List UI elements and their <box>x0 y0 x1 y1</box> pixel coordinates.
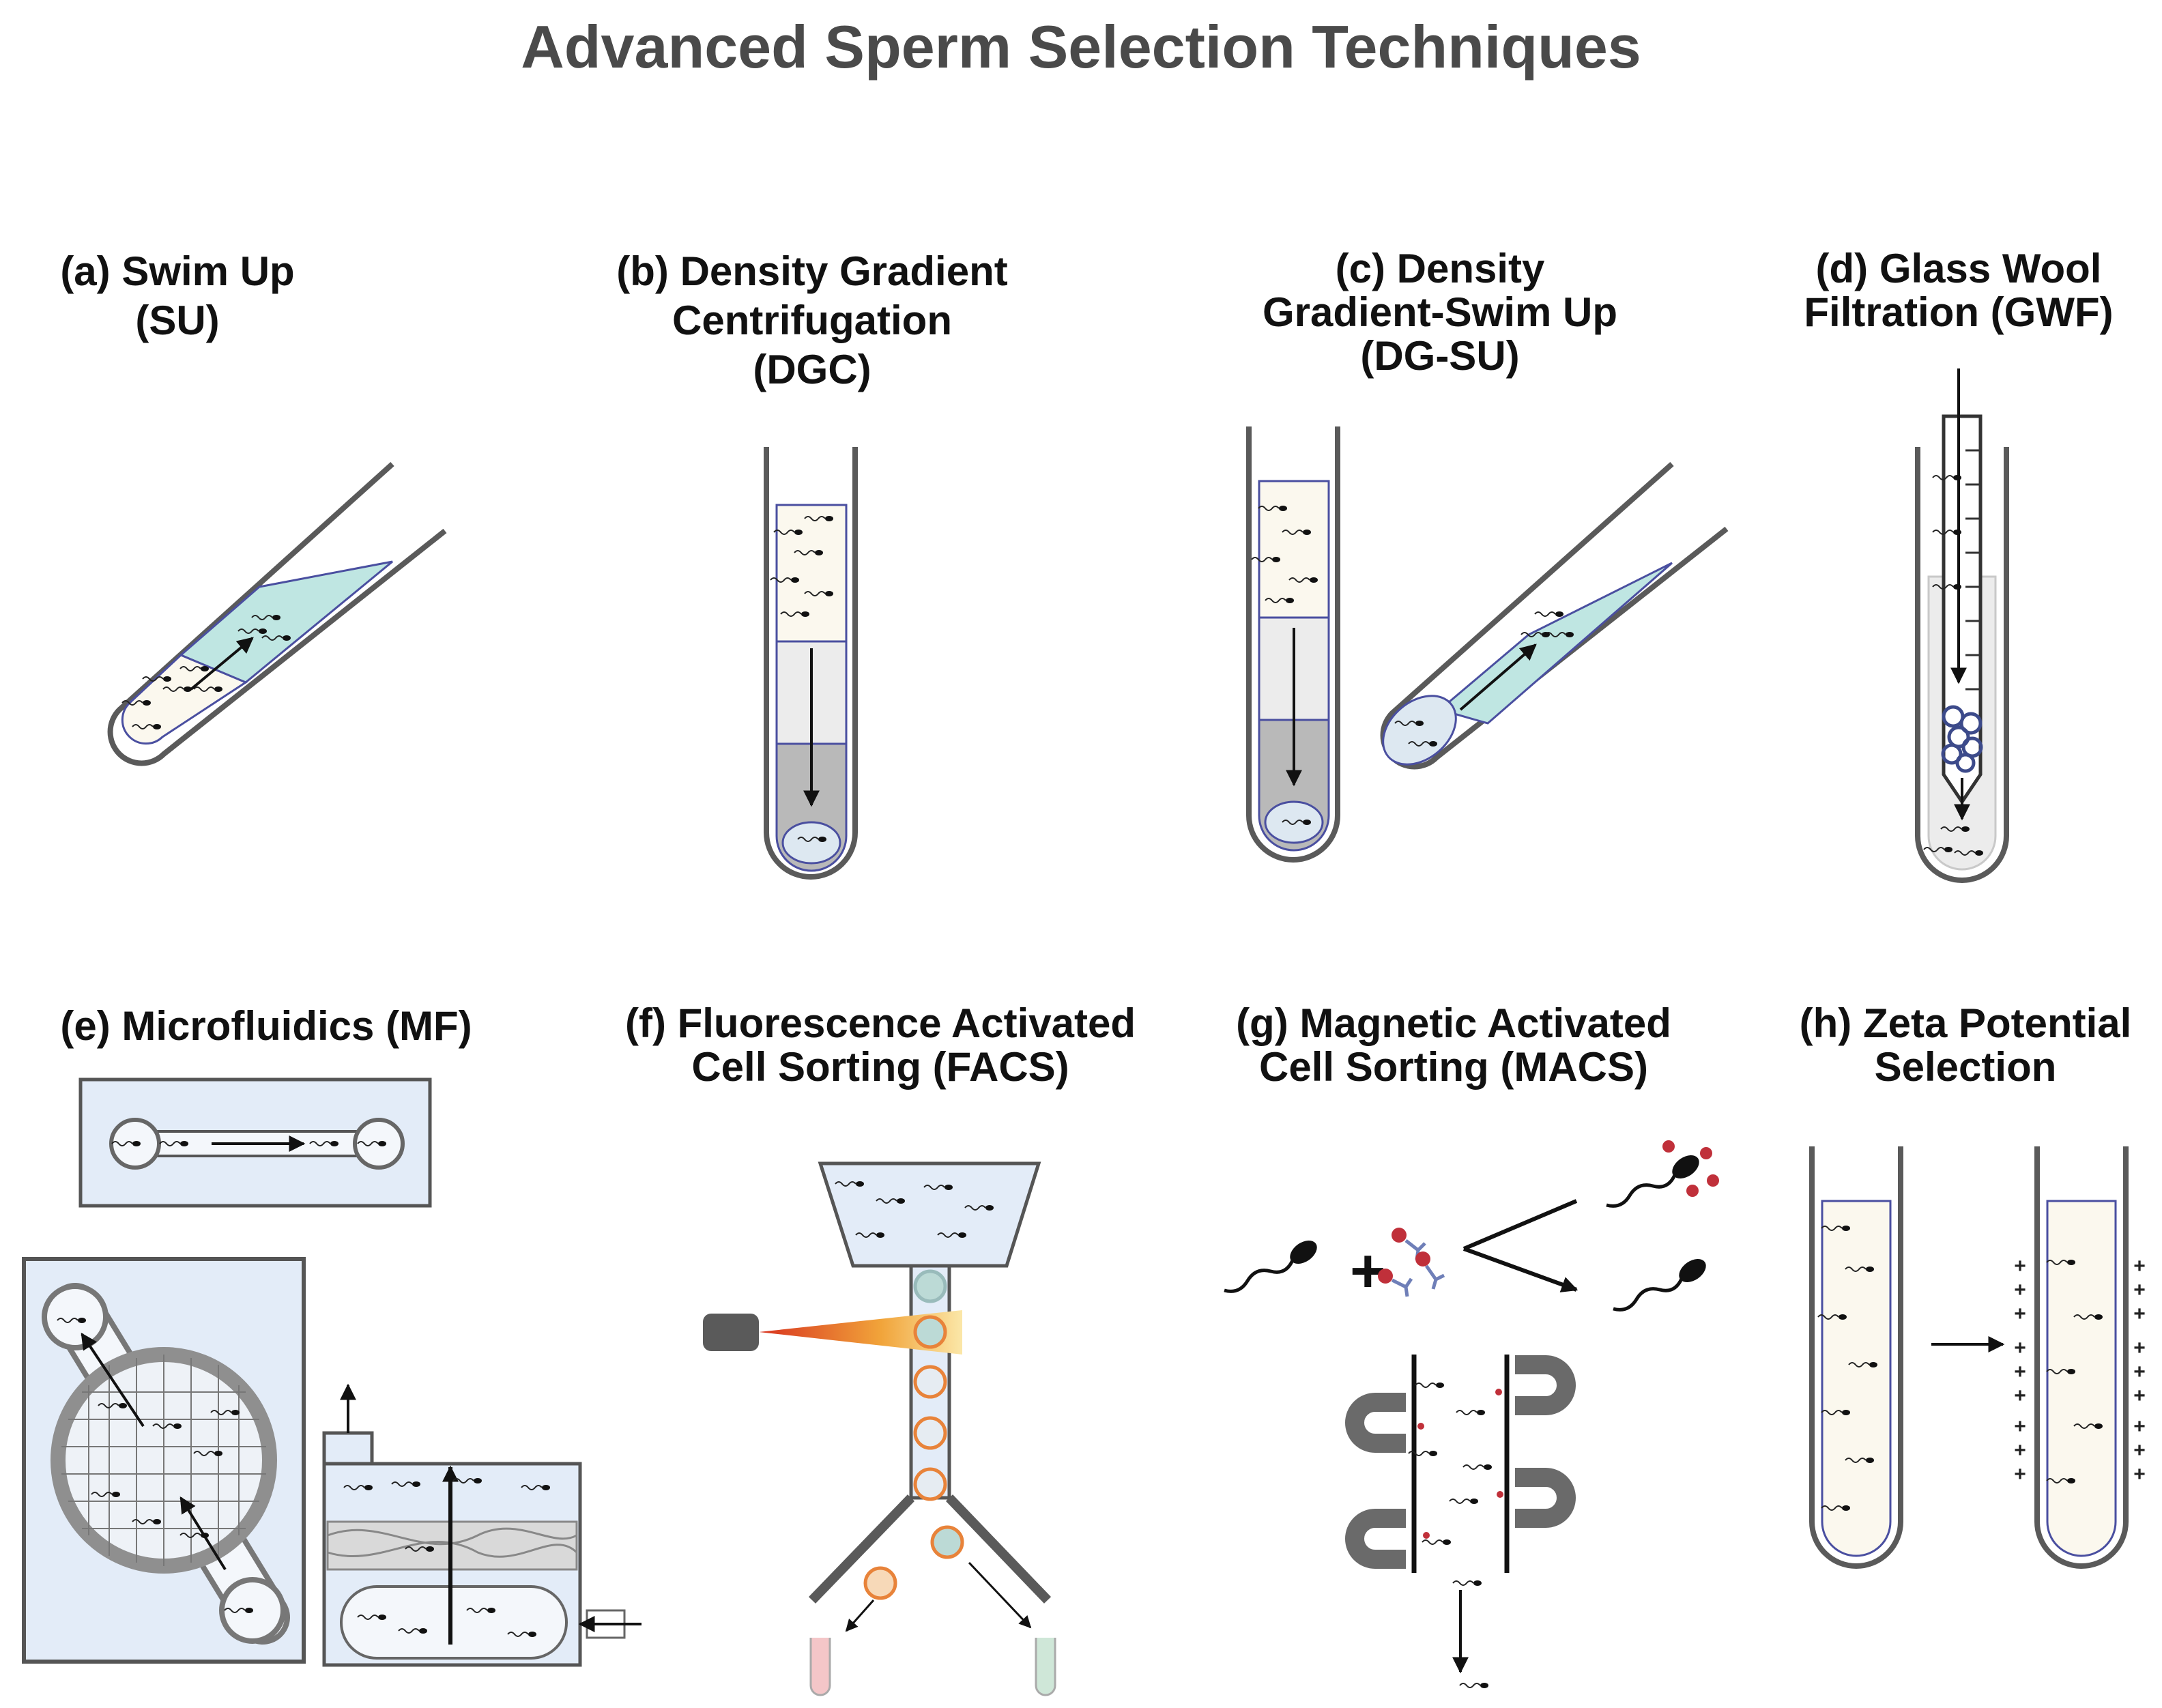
test-tube-icon <box>809 1638 831 1696</box>
density-gradient-swim-up <box>1246 426 1729 863</box>
macs: + <box>1224 1140 1719 1689</box>
page-title: Advanced Sperm Selection Techniques <box>521 13 1641 81</box>
zeta-potential <box>1809 1146 2129 1569</box>
charge-plus-icon: + <box>2014 1361 2026 1383</box>
glass-wool-icon <box>1941 705 1983 773</box>
charge-plus-icon: + <box>2133 1303 2146 1325</box>
test-tube-icon <box>764 447 858 880</box>
arrow-icon <box>81 1333 145 1428</box>
test-tube-icon <box>1035 1638 1056 1696</box>
antibody-bead-icon <box>1378 1228 1445 1297</box>
charge-plus-icon: + <box>2014 1255 2026 1277</box>
facs <box>703 1161 1056 1696</box>
funnel-icon <box>818 1161 1041 1268</box>
test-tube-icon <box>1915 447 2009 883</box>
charge-plus-icon: + <box>2133 1337 2146 1359</box>
panel-label-e: (e) Microfluidics (MF) <box>60 1003 472 1049</box>
charge-plus-icon: + <box>2133 1279 2146 1301</box>
panel-label-a: (a) Swim Up(SU) <box>60 248 295 343</box>
charge-plus-icon: + <box>2133 1439 2146 1462</box>
arrow-icon <box>968 1561 1032 1629</box>
charge-plus-icon: + <box>2014 1337 2026 1359</box>
swim-up-tube <box>107 462 447 766</box>
charge-plus-icon: + <box>2014 1463 2026 1486</box>
magnet-icon <box>1345 1355 1576 1569</box>
charge-plus-icon: + <box>2133 1255 2146 1277</box>
charge-plus-icon: + <box>2133 1385 2146 1407</box>
charge-plus-icon: + <box>2014 1303 2026 1325</box>
laser-icon <box>703 1314 759 1351</box>
charge-plus-icon: + <box>2014 1415 2026 1438</box>
arrow-icon <box>1459 643 1537 711</box>
test-tube-icon <box>2034 1146 2129 1569</box>
test-tube-icon <box>1809 1146 1903 1569</box>
density-gradient-tube <box>764 447 858 880</box>
sperm-cell-icon <box>1224 1236 1321 1291</box>
micro-grid <box>61 1355 266 1566</box>
test-tube-icon <box>1246 426 1340 863</box>
microfluidics <box>22 1077 642 1667</box>
charge-plus-icon: + <box>2133 1361 2146 1383</box>
charge-plus-icon: + <box>2014 1279 2026 1301</box>
test-tube-icon <box>107 462 447 766</box>
charge-plus-icon: + <box>2133 1415 2146 1438</box>
charge-plus-icon: + <box>2133 1463 2146 1486</box>
charge-plus-icon: + <box>2014 1385 2026 1407</box>
cell-droplets <box>863 1269 964 1600</box>
microfluidic-chip-icon <box>78 1077 432 1208</box>
charge-plus-icon: + <box>2014 1439 2026 1462</box>
sperm-cell-icon <box>1408 1382 1493 1587</box>
arrow-icon <box>1462 1199 1576 1290</box>
arrow-icon <box>190 637 254 691</box>
glass-wool-filtration <box>1915 368 2009 883</box>
